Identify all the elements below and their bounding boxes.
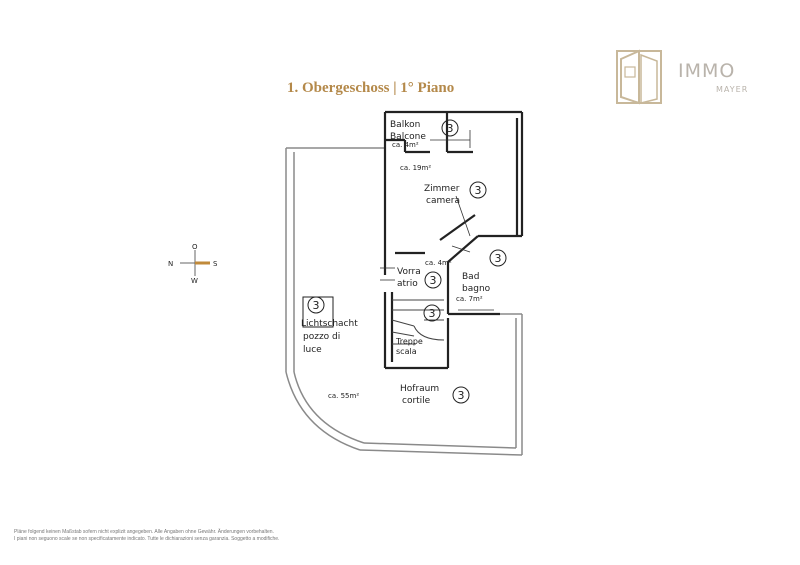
- logo-word: IMMO: [678, 60, 736, 82]
- compass-s: S: [213, 260, 218, 268]
- hofraum-label-2: cortile: [402, 396, 431, 406]
- marker-bad: 3: [495, 252, 502, 265]
- bad-label-2: bagno: [462, 284, 491, 294]
- staircase: [391, 299, 445, 345]
- compass-o: O: [192, 243, 198, 251]
- bad-label-1: Bad: [462, 272, 479, 282]
- vorraum-area: ca. 4m²: [425, 259, 452, 267]
- marker-lichtschacht: 3: [313, 299, 320, 312]
- room-markers: [307, 119, 507, 404]
- zimmer-area: ca. 19m²: [400, 164, 431, 172]
- treppe-label-2: scala: [396, 347, 417, 356]
- floor-plan: N O S W: [168, 110, 524, 456]
- compass-w: W: [191, 277, 198, 285]
- zimmer-label-2: camera: [426, 196, 460, 206]
- hofraum-label-1: Hofraum: [400, 384, 439, 394]
- logo-subword: MAYER: [716, 85, 749, 94]
- hofraum-area: ca. 55m²: [328, 392, 359, 400]
- disclaimer: Pläne folgend keinen Maßstab sofern nich…: [14, 529, 279, 543]
- courtyard-outline: [285, 147, 523, 456]
- lichtschacht-label-1: Lichtschacht: [301, 319, 358, 329]
- marker-vorraum: 3: [430, 274, 437, 287]
- balkon-label-1: Balkon: [390, 120, 420, 130]
- balkon-area: ca. 4m²: [392, 141, 419, 149]
- compass-icon: N O S W: [168, 243, 218, 285]
- lichtschacht-label-3: luce: [303, 345, 322, 355]
- disclaimer-line-1: Pläne folgend keinen Maßstab sofern nich…: [14, 529, 274, 535]
- marker-hofraum: 3: [458, 389, 465, 402]
- immo-mayer-logo: IMMO MAYER: [613, 47, 753, 109]
- door-logo-icon: [616, 49, 662, 105]
- balkon-label-2: Balcone: [390, 132, 426, 142]
- door-swings: [380, 130, 494, 311]
- zimmer-label-1: Zimmer: [424, 184, 460, 194]
- treppe-label-1: Treppe: [395, 337, 423, 346]
- disclaimer-line-2: I piani non seguono scale se non specifi…: [14, 536, 280, 542]
- interior-walls: [383, 110, 524, 370]
- bad-area: ca. 7m²: [456, 295, 483, 303]
- vorraum-label-1: Vorra: [397, 267, 421, 277]
- marker-balkon: 3: [447, 122, 454, 135]
- page-title: 1. Obergeschoss | 1° Piano: [287, 80, 455, 96]
- marker-treppe: 3: [429, 307, 436, 320]
- compass-n: N: [168, 260, 173, 268]
- vorraum-label-2: atrio: [397, 279, 418, 289]
- lichtschacht-label-2: pozzo di: [303, 332, 340, 342]
- marker-zimmer: 3: [475, 184, 482, 197]
